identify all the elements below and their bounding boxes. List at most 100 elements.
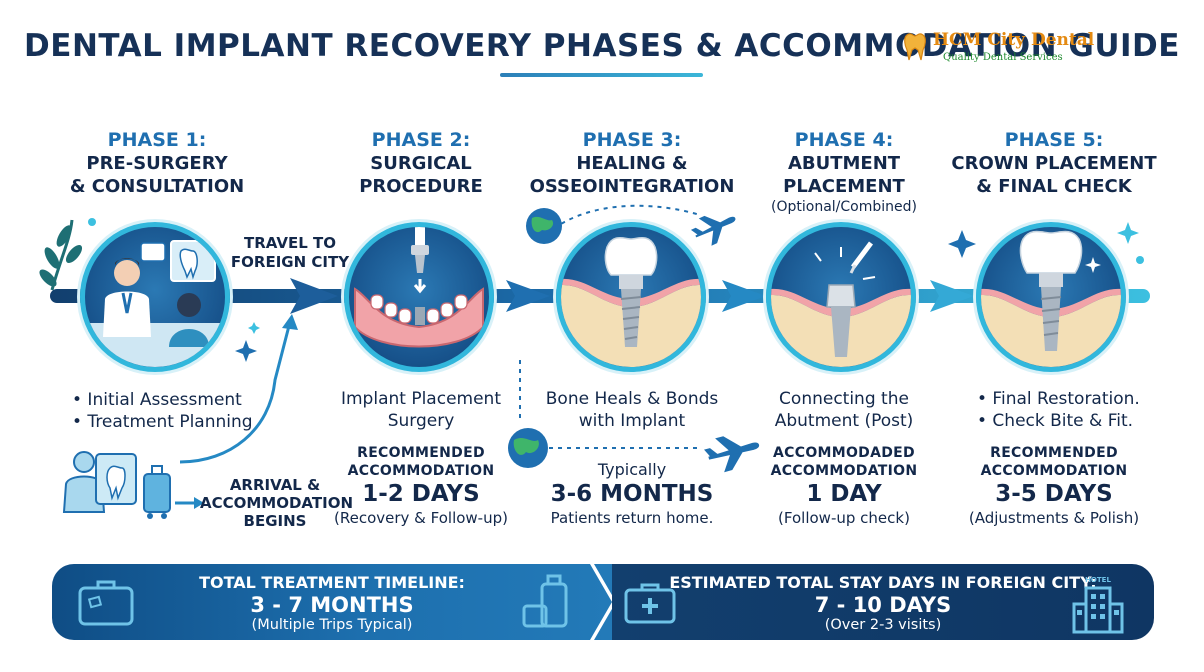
phase-name: & CONSULTATION (69, 176, 245, 197)
phase-duration-note: Patients return home. (550, 509, 714, 527)
globe-icon (508, 428, 548, 468)
accommodation-label: ACCOMMODADED (773, 445, 915, 461)
bullet-item: • Check Bite & Fit. (977, 411, 1134, 431)
stay-value: 7 - 10 DAYS (814, 593, 952, 617)
phase-description: Abutment (Post) (774, 411, 914, 431)
title-underline (500, 73, 703, 77)
chevron-up-icon (282, 314, 298, 330)
brand-logo: HCM City Dental Quality Dental Services (903, 30, 1094, 66)
abutment-icon (771, 241, 911, 367)
arrival-label-line: ARRIVAL & (229, 476, 321, 494)
phase-name: PROCEDURE (359, 176, 483, 197)
phase-1-illustration (80, 222, 230, 372)
flow-arrow-icon (290, 278, 338, 314)
phase-name: HEALING & (576, 153, 688, 174)
phase-name: SURGICAL (370, 153, 472, 174)
phase-description: Surgery (387, 411, 455, 431)
phase-name: PLACEMENT (783, 176, 905, 197)
accommodation-label: RECOMMENDED (990, 445, 1118, 461)
phase-1-heading: PHASE 1: PRE-SURGERY & CONSULTATION (52, 128, 262, 198)
phase-3-heading: PHASE 3: HEALING & OSSEOINTEGRATION (527, 128, 737, 198)
stay-summary-banner: ESTIMATED TOTAL STAY DAYS IN FOREIGN CIT… (612, 564, 1154, 640)
bullet-item: • Treatment Planning (72, 412, 253, 432)
jaw-implant-icon (354, 227, 484, 348)
healing-implant-icon (561, 237, 701, 367)
travel-label-line: TRAVEL TO (244, 234, 336, 252)
accommodation-label: RECOMMENDED (357, 445, 485, 461)
accommodation-label: ACCOMMODATION (770, 463, 918, 479)
medical-case-icon (624, 583, 676, 624)
phase-name: OSSEOINTEGRATION (529, 176, 735, 197)
tooth-logo-icon (904, 33, 926, 61)
crown-implant-icon (981, 230, 1121, 367)
travel-path-line (179, 321, 292, 464)
bullet-item: • Final Restoration. (977, 389, 1140, 409)
flow-arrow-icon (722, 280, 766, 312)
phase-1-details: • Initial Assessment • Treatment Plannin… (72, 389, 272, 433)
phase-name: PRE-SURGERY (86, 153, 228, 174)
arrival-label-line: ACCOMMODATION (200, 494, 353, 512)
arrival-label: ARRIVAL & ACCOMMODATION BEGINS (200, 476, 353, 530)
sparkle-icon (88, 218, 1144, 362)
brand-name: HCM City Dental (933, 30, 1095, 50)
timeline-value: 3 - 7 MONTHS (250, 593, 414, 617)
stay-note: (Over 2-3 visits) (824, 617, 942, 633)
bullet-item: • Initial Assessment (72, 390, 242, 410)
accommodation-label: ACCOMMODATION (347, 463, 495, 479)
phase-number: PHASE 4: (794, 129, 894, 151)
phase-duration-note: (Recovery & Follow-up) (334, 509, 508, 527)
phase-name: ABUTMENT (787, 153, 901, 174)
phase-3-illustration (556, 222, 706, 372)
globe-icon (526, 208, 562, 244)
phase-5-details: • Final Restoration. • Check Bite & Fit.… (949, 388, 1159, 528)
hotel-sign: HOTEL (1085, 576, 1111, 584)
flow-arrow-icon (506, 280, 550, 312)
phase-description: with Implant (578, 411, 686, 431)
phase-2-details: Implant Placement Surgery RECOMMENDED AC… (316, 388, 526, 528)
luggage-icon (522, 574, 568, 628)
page-title: DENTAL IMPLANT RECOVERY PHASES & ACCOMMO… (24, 28, 1180, 64)
phase-duration: 3-5 DAYS (995, 481, 1113, 507)
consultation-icon (85, 240, 225, 367)
phase-description: Bone Heals & Bonds (545, 389, 719, 409)
phase-duration: 1 DAY (806, 481, 882, 507)
flow-arrow-icon (930, 280, 974, 312)
travel-label: TRAVEL TO FOREIGN CITY (230, 234, 350, 272)
timeline-label: TOTAL TREATMENT TIMELINE: (199, 573, 465, 592)
phase-4-details: Connecting the Abutment (Post) ACCOMMODA… (739, 388, 949, 528)
phase-duration: 3-6 MONTHS (550, 481, 714, 507)
leaf-branch-icon (39, 219, 83, 291)
phase-number: PHASE 2: (371, 129, 471, 151)
phase-3-details: Bone Heals & Bonds with Implant Typicall… (527, 388, 737, 528)
phase-name: CROWN PLACEMENT (951, 153, 1157, 174)
timeline-note: (Multiple Trips Typical) (251, 617, 413, 633)
hotel-icon: HOTEL (1070, 576, 1126, 634)
phase-4-illustration (766, 222, 916, 372)
suitcase-icon (78, 580, 134, 626)
phase-5-illustration (976, 222, 1126, 372)
airplane-icon (704, 436, 760, 473)
phase-4-heading: PHASE 4: ABUTMENT PLACEMENT (Optional/Co… (739, 128, 949, 216)
phase-duration-note: (Adjustments & Polish) (968, 509, 1140, 527)
phase-2-illustration (344, 222, 494, 372)
phase-typical-label: Typically (597, 460, 667, 479)
travel-label-line: FOREIGN CITY (230, 253, 350, 271)
arrival-label-line: BEGINS (243, 512, 307, 530)
phase-duration-note: (Follow-up check) (778, 509, 910, 527)
phase-2-heading: PHASE 2: SURGICAL PROCEDURE (316, 128, 526, 198)
phase-description: Connecting the (779, 389, 909, 409)
phase-note: (Optional/Combined) (771, 199, 917, 215)
airplane-icon (690, 215, 736, 246)
phase-name: & FINAL CHECK (976, 176, 1132, 197)
phase-5-heading: PHASE 5: CROWN PLACEMENT & FINAL CHECK (949, 128, 1159, 198)
timeline-summary-banner: TOTAL TREATMENT TIMELINE: 3 - 7 MONTHS (… (52, 564, 612, 640)
patient-at-desk-icon (62, 451, 171, 519)
accommodation-label: ACCOMMODATION (980, 463, 1128, 479)
phase-number: PHASE 3: (582, 129, 682, 151)
phase-duration: 1-2 DAYS (362, 481, 480, 507)
stay-label: ESTIMATED TOTAL STAY DAYS IN FOREIGN CIT… (669, 573, 1097, 592)
phase-number: PHASE 1: (107, 129, 207, 151)
phase-number: PHASE 5: (1004, 129, 1104, 151)
arrow-right-icon (194, 497, 204, 509)
phase-description: Implant Placement (340, 389, 501, 409)
